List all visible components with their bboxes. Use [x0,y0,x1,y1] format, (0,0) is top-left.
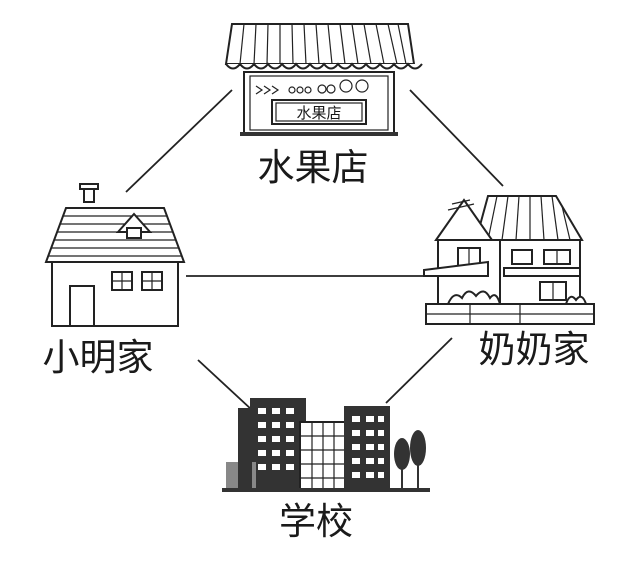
school-icon [222,398,430,492]
edge-fruit-shop-xiaoming-home [125,89,233,193]
fruit-shop-label: 水果店 [258,146,369,189]
edge-grandma-home-school [385,337,453,404]
fruit-shop-sign: 水果店 [296,104,341,122]
edge-xiaoming-home-school [197,359,253,411]
xiaoming-home-label: 小明家 [43,336,154,379]
edges [125,89,504,411]
grandma-home-label: 奶奶家 [479,328,590,371]
grandma-house-icon [423,195,595,325]
edge-fruit-shop-grandma-home [409,89,504,187]
xiaoming-house-icon [44,183,186,327]
school-label: 学校 [279,500,353,543]
fruit-shop-icon: 水果店 [224,23,423,136]
